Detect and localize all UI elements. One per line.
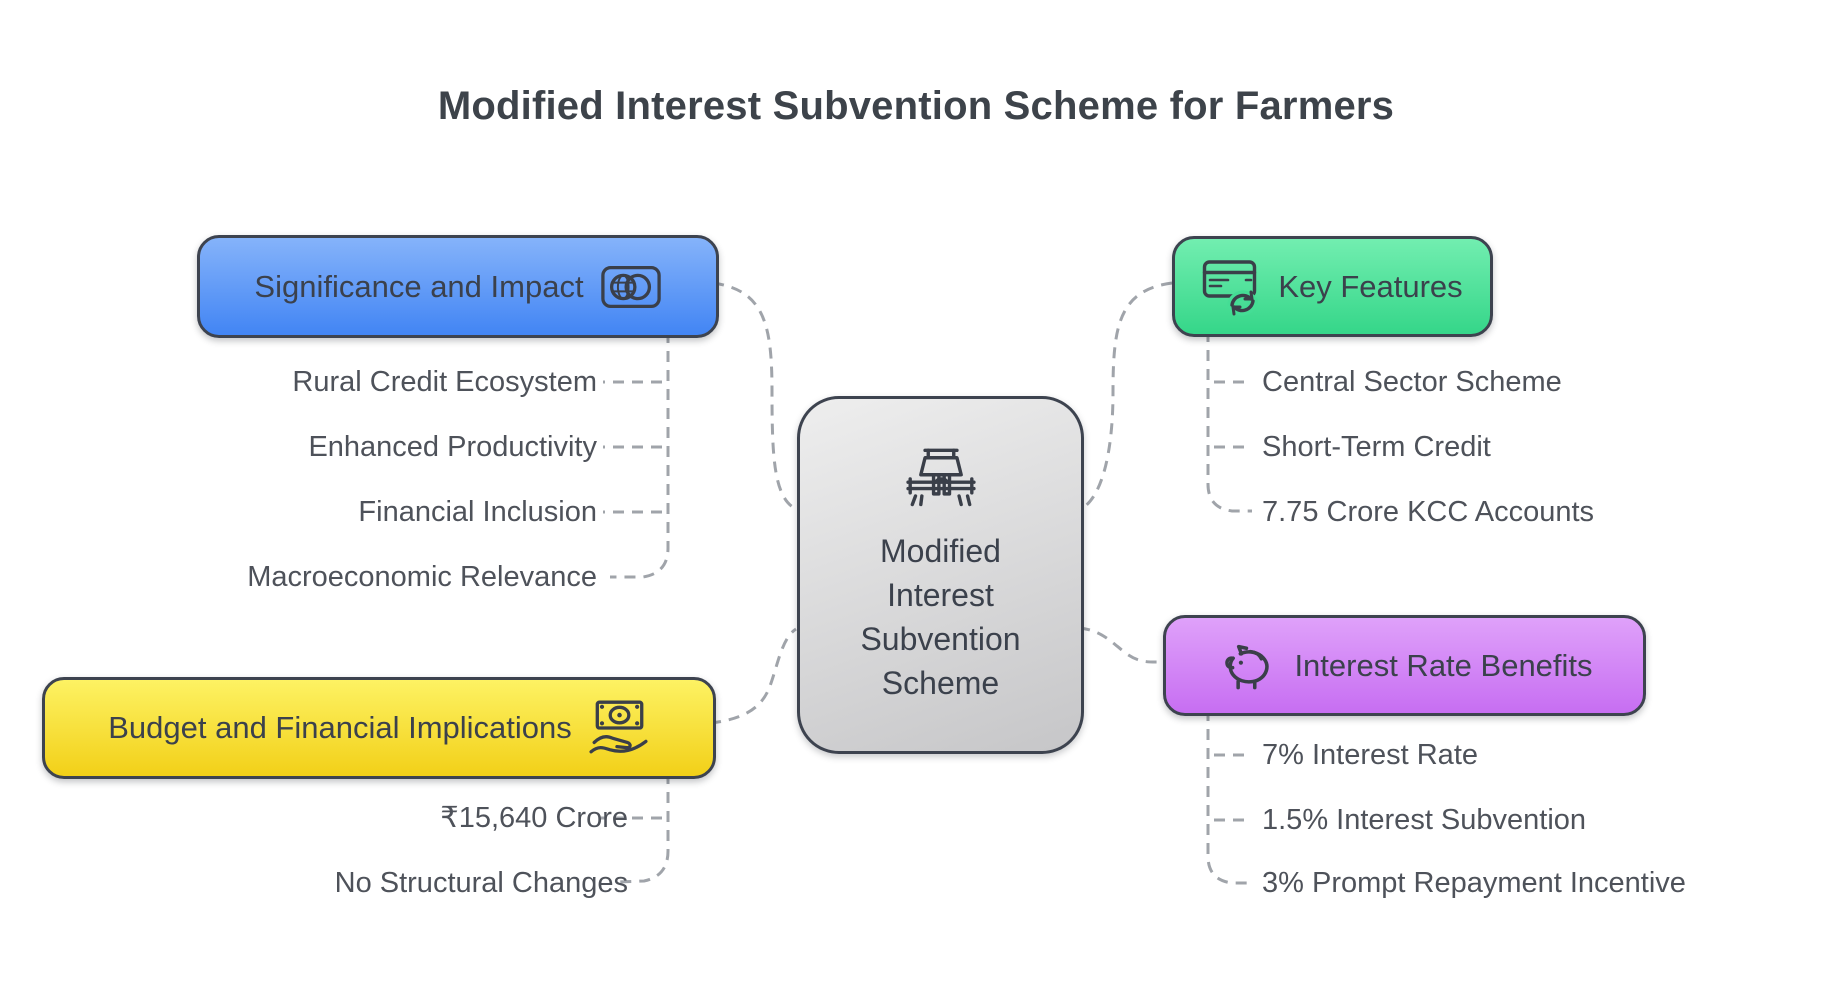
central-node: Modified Interest Subvention Scheme: [797, 396, 1084, 754]
connector-keyfeatures-list: [1206, 331, 1252, 513]
leaf-macroeconomic-relevance: Macroeconomic Relevance: [247, 561, 597, 593]
leaf-interest-rate: 7% Interest Rate: [1262, 739, 1478, 771]
branch-significance-label: Significance and Impact: [254, 268, 584, 304]
branch-significance-and-impact: Significance and Impact: [197, 235, 719, 338]
leaf-budget-amount: ₹15,640 Crore: [440, 802, 628, 834]
branch-budget-and-financial-implications: Budget and Financial Implications: [42, 677, 716, 779]
connector-significance-list: [610, 332, 670, 579]
branch-interest-rate-benefits: Interest Rate Benefits: [1163, 615, 1646, 716]
branch-key-features: Key Features: [1172, 236, 1493, 337]
crop-sprayer-icon: [902, 445, 980, 513]
leaf-prompt-repayment-incentive: 3% Prompt Repayment Incentive: [1262, 867, 1686, 899]
connector-interest-center: [1078, 626, 1163, 664]
leaf-short-term-credit: Short-Term Credit: [1262, 431, 1491, 463]
central-node-label: Modified Interest Subvention Scheme: [860, 533, 1021, 701]
leaf-no-structural-changes: No Structural Changes: [334, 867, 628, 899]
page-title: Modified Interest Subvention Scheme for …: [437, 84, 1395, 128]
leaf-enhanced-productivity: Enhanced Productivity: [308, 431, 597, 463]
branch-key-features-label: Key Features: [1278, 268, 1463, 304]
leaf-interest-subvention: 1.5% Interest Subvention: [1262, 804, 1587, 836]
connector-keyfeatures-center: [1078, 281, 1173, 512]
connector-significance-center: [712, 281, 797, 511]
connector-interest-list: [1206, 710, 1252, 885]
money-hand-icon: [588, 699, 650, 757]
branch-interest-label: Interest Rate Benefits: [1294, 647, 1593, 683]
card-refresh-icon: [1202, 258, 1262, 316]
piggy-bank-icon: [1216, 639, 1278, 693]
branch-budget-label: Budget and Financial Implications: [108, 710, 572, 745]
leaf-kcc-accounts: 7.75 Crore KCC Accounts: [1262, 496, 1595, 528]
connector-budget-center: [709, 627, 797, 725]
globe-overlap-icon: [600, 264, 662, 310]
leaf-rural-credit-ecosystem: Rural Credit Ecosystem: [292, 366, 597, 398]
leaf-financial-inclusion: Financial Inclusion: [358, 496, 597, 528]
leaf-central-sector-scheme: Central Sector Scheme: [1262, 366, 1562, 398]
